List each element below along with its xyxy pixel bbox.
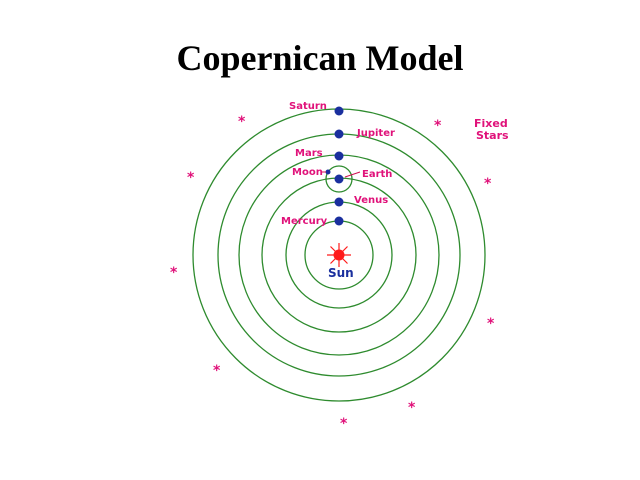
label-moon: Moon	[292, 167, 323, 178]
star-icon: *	[213, 363, 221, 379]
label-mars: Mars	[295, 148, 323, 159]
label-mercury: Mercury	[281, 216, 328, 227]
star-icon: *	[408, 400, 416, 416]
planet-mars	[334, 151, 344, 161]
slide-title: Copernican Model	[176, 38, 464, 78]
star-icon: *	[238, 114, 246, 130]
label-fixed-stars-line1: Fixed	[474, 117, 508, 130]
orbit-moon	[325, 165, 353, 193]
planet-venus	[334, 197, 344, 207]
planet-earth	[334, 174, 344, 184]
planets	[325, 106, 344, 226]
pointer-lines	[322, 171, 361, 178]
sun-icon	[327, 243, 351, 267]
label-fixed-stars-line2: Stars	[476, 129, 509, 142]
label-venus: Venus	[354, 195, 388, 206]
label-sun: Sun	[328, 266, 354, 280]
label-saturn: Saturn	[289, 101, 327, 112]
star-icon: *	[487, 316, 495, 332]
star-icon: *	[434, 118, 442, 134]
star-icon: *	[170, 265, 178, 281]
planet-saturn	[334, 106, 344, 116]
moon-body	[325, 169, 331, 175]
planet-jupiter	[334, 129, 344, 139]
star-icon: *	[187, 170, 195, 186]
labels: Saturn Jupiter Mars Moon Earth Venus Mer…	[281, 101, 509, 280]
label-earth: Earth	[362, 169, 392, 180]
label-jupiter: Jupiter	[356, 128, 395, 139]
fixed-stars: * * * * * * * * *	[170, 114, 495, 432]
planet-mercury	[334, 216, 344, 226]
earth-pointer-line	[344, 171, 361, 178]
star-icon: *	[484, 176, 492, 192]
star-icon: *	[340, 416, 348, 432]
